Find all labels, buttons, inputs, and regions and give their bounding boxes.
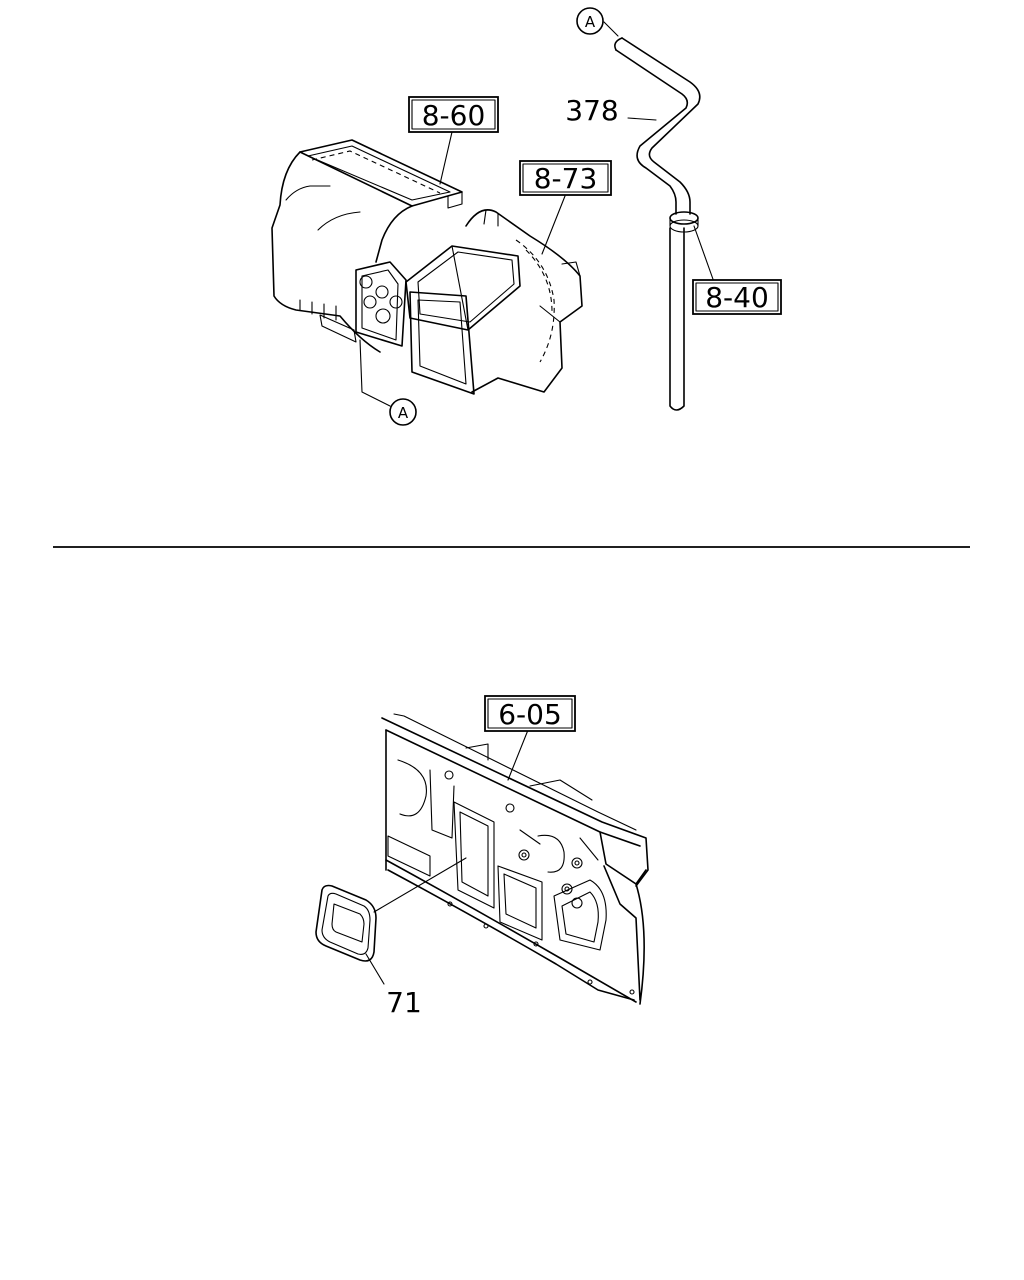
connector-a-top: A — [576, 7, 604, 35]
leader-71 — [365, 953, 385, 985]
ref-8-60-label: 8-60 — [422, 99, 486, 132]
leader-6-05 — [507, 729, 529, 781]
drain-hose-378-illustration — [614, 37, 701, 411]
grommet-71-illustration — [315, 884, 377, 962]
leader-8-60 — [439, 131, 453, 185]
leader-71-to-panel — [373, 857, 467, 913]
leader-8-73 — [541, 195, 566, 255]
ref-8-40-label: 8-40 — [705, 281, 769, 314]
part-71-label[interactable]: 71 — [386, 986, 422, 1019]
ref-box-8-73[interactable]: 8-73 — [519, 160, 612, 196]
leader-a-bottom — [359, 339, 391, 407]
ref-box-8-60[interactable]: 8-60 — [408, 96, 499, 133]
part-378-label[interactable]: 378 — [565, 94, 618, 127]
leader-a-top — [603, 21, 619, 37]
connector-a-bottom: A — [389, 398, 417, 426]
connector-a-top-label: A — [585, 13, 596, 31]
ref-6-05-label: 6-05 — [498, 698, 562, 731]
ref-8-73-label: 8-73 — [534, 162, 598, 195]
connector-a-bottom-label: A — [398, 404, 409, 422]
ref-box-6-05[interactable]: 6-05 — [484, 695, 576, 732]
leader-378 — [627, 117, 657, 121]
leader-8-40 — [693, 225, 715, 283]
dash-panel-illustration — [381, 713, 649, 1005]
ref-box-8-40[interactable]: 8-40 — [692, 279, 782, 315]
